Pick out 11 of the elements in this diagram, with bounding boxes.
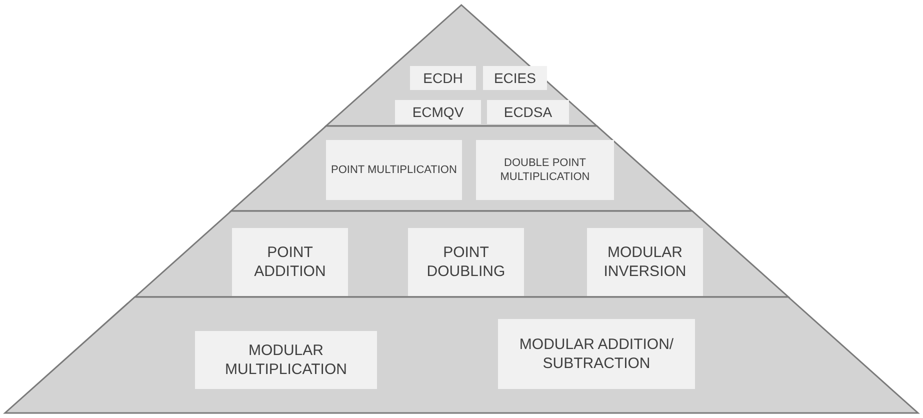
- label-box: DOUBLE POINT MULTIPLICATION: [476, 140, 614, 200]
- label-box: ECMQV: [394, 100, 481, 124]
- label-box: ECDH: [410, 66, 476, 90]
- label-box: POINT ADDITION: [232, 228, 348, 296]
- label-box: POINT DOUBLING: [408, 228, 524, 296]
- label-box: MODULAR INVERSION: [586, 228, 703, 296]
- label-box: ECIES: [482, 66, 547, 90]
- label-box: POINT MULTIPLICATION: [326, 140, 462, 200]
- label-box: MODULAR MULTIPLICATION: [195, 331, 377, 389]
- label-box: ECDSA: [486, 100, 569, 124]
- label-box: MODULAR ADDITION/ SUBTRACTION: [498, 319, 695, 389]
